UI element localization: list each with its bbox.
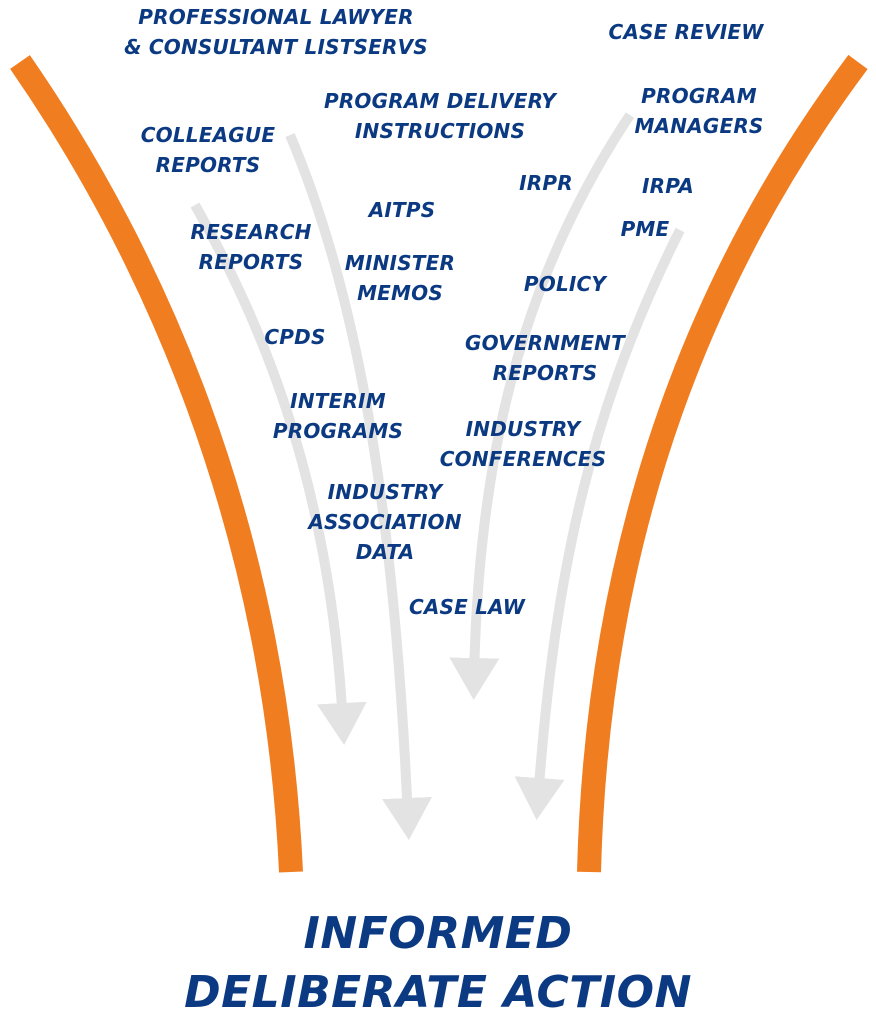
label-irpa: IRPA (642, 174, 694, 198)
label-policy: POLICY (523, 272, 607, 296)
label-government-reports: GOVERNMENT REPORTS (465, 331, 625, 385)
label-pme: PME (620, 217, 670, 241)
label-interim-programs: INTERIM PROGRAMS (272, 389, 404, 443)
label-minister-memos: MINISTER MEMOS (344, 251, 456, 305)
funnel-left-wall (10, 55, 303, 873)
flow-arrow (449, 112, 635, 700)
label-aitps: AITPS (368, 198, 436, 222)
label-program-delivery: PROGRAM DELIVERY INSTRUCTIONS (323, 89, 557, 143)
label-colleague-reports: COLLEAGUE REPORTS (140, 123, 276, 177)
flow-arrow (190, 202, 367, 745)
label-research-reports: RESEARCH REPORTS (190, 220, 312, 274)
label-irpr: IRPR (519, 171, 573, 195)
label-case-law: CASE LAW (409, 595, 525, 619)
label-industry-association-data: INDUSTRY ASSOCIATION DATA (308, 480, 462, 564)
label-industry-conferences: INDUSTRY CONFERENCES (439, 417, 607, 471)
funnel-right-wall (577, 54, 868, 873)
label-listservs: PROFESSIONAL LAWYER & CONSULTANT LISTSER… (124, 5, 428, 59)
flow-arrow (285, 133, 433, 840)
flow-arrow (514, 227, 685, 820)
label-case-review: CASE REVIEW (608, 20, 764, 44)
result-line-1: INFORMED (303, 908, 573, 959)
label-cpds: CPDS (264, 325, 326, 349)
flow-arrows (190, 112, 685, 840)
result-line-2: DELIBERATE ACTION (184, 967, 692, 1018)
label-program-managers: PROGRAM MANAGERS (634, 84, 764, 138)
